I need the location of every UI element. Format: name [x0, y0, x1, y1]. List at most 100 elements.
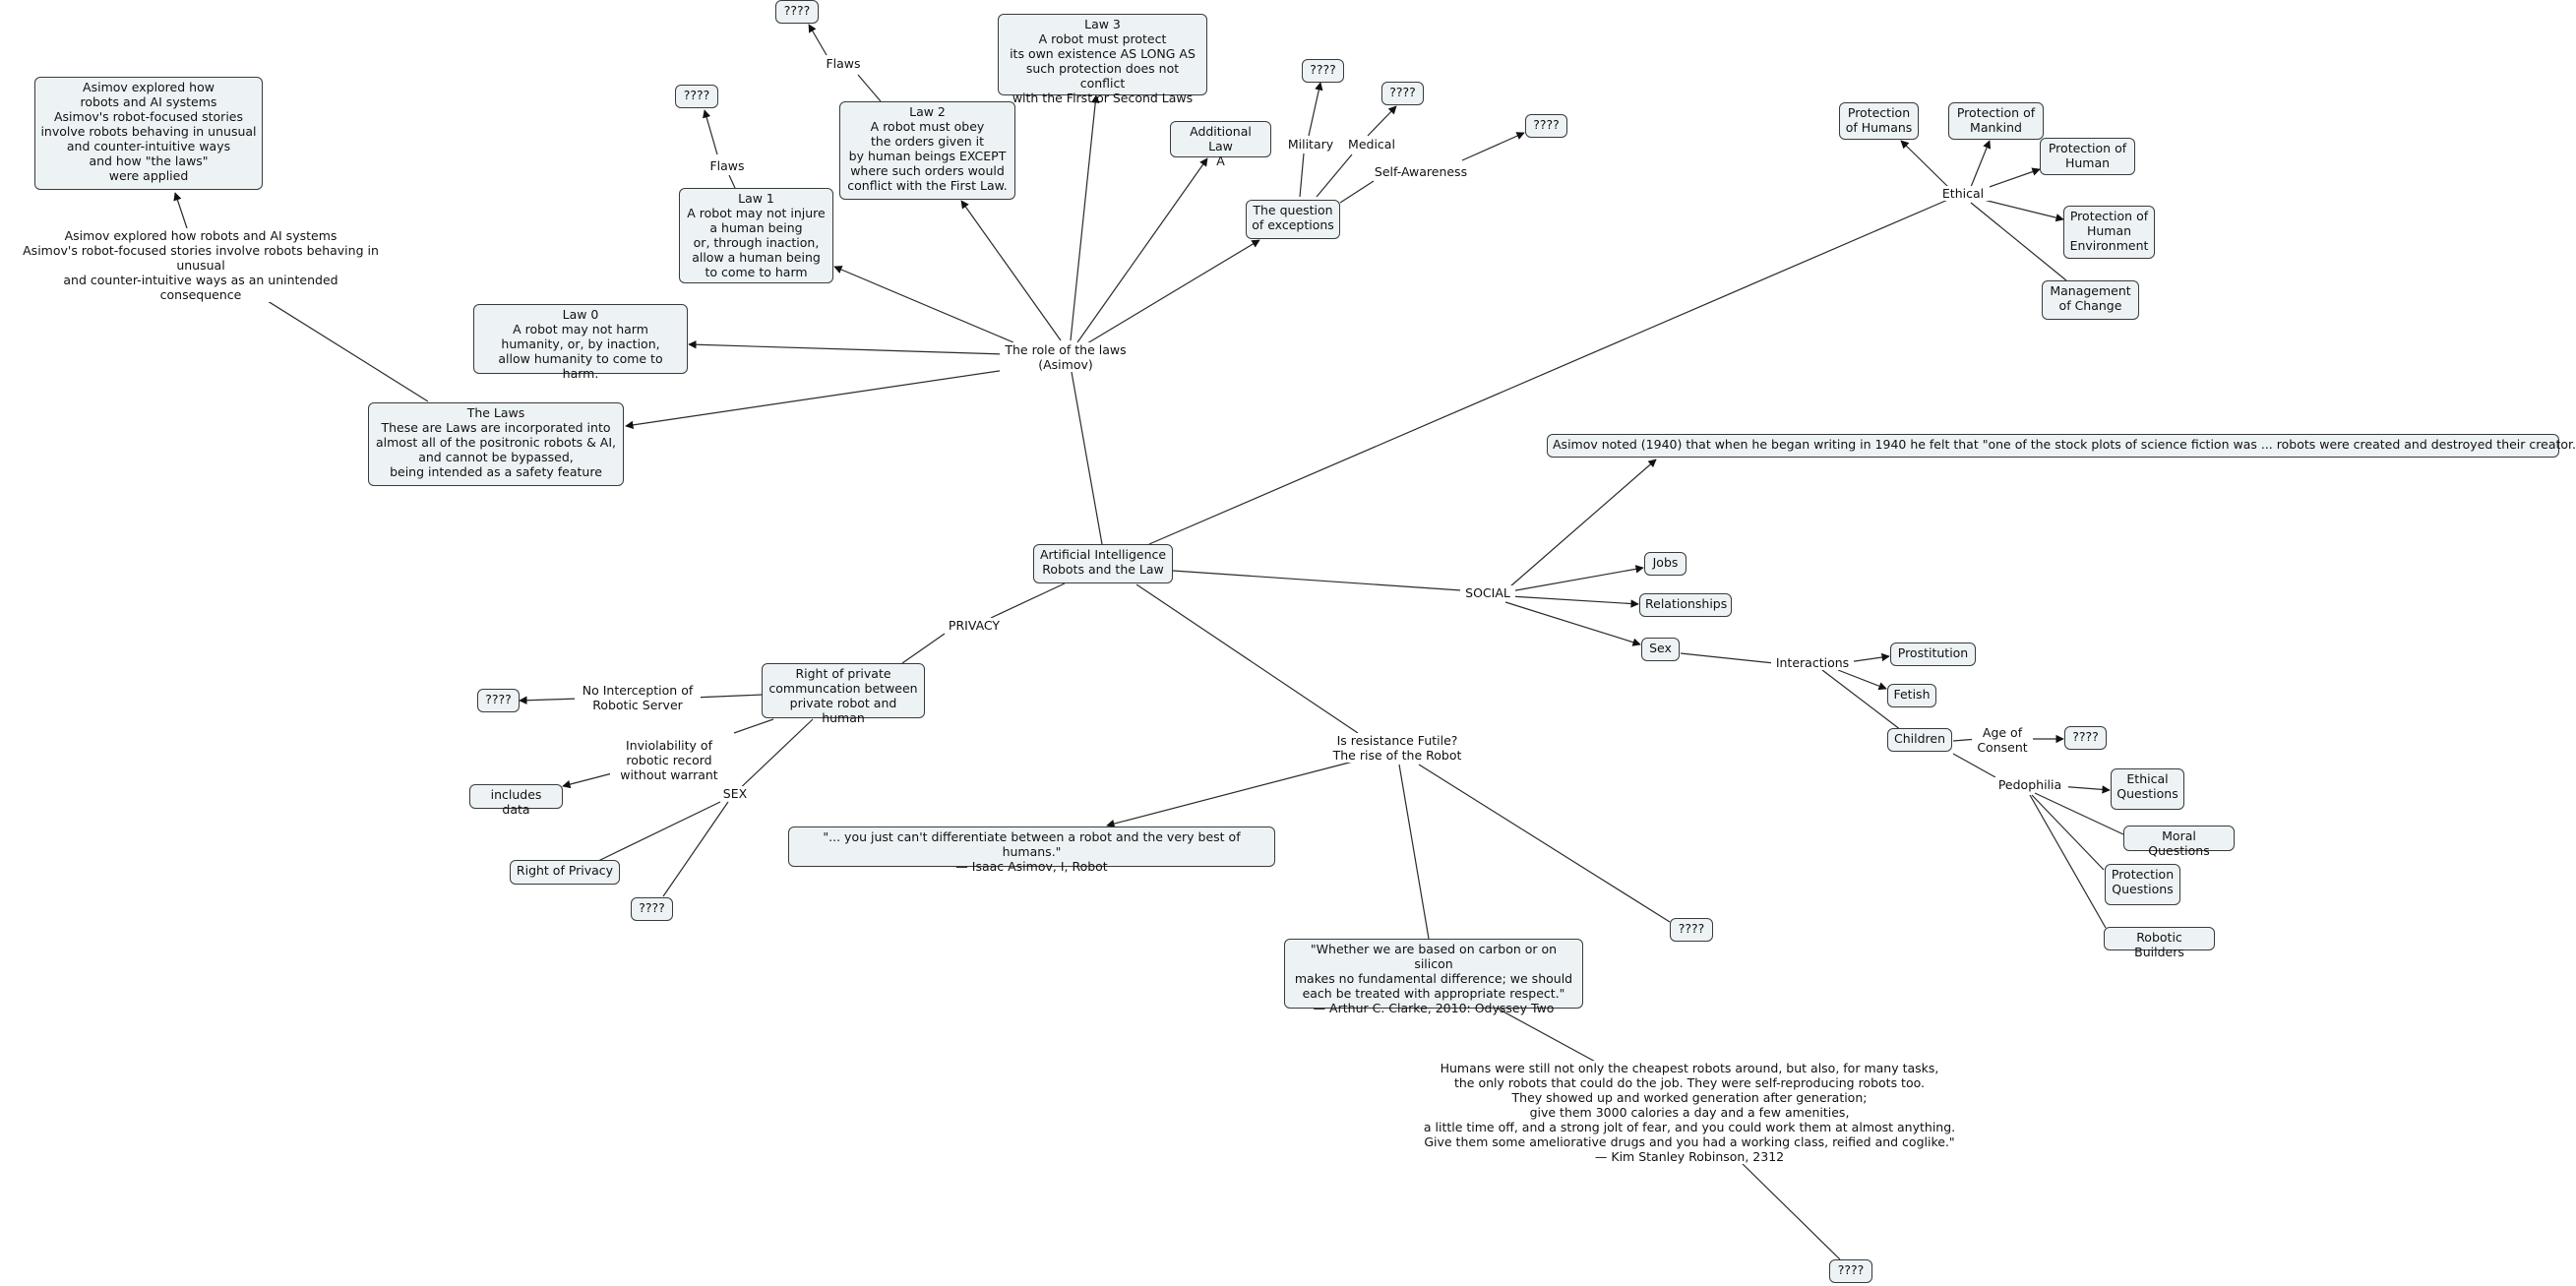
link-main-privacy [990, 582, 1066, 619]
link-pedo-protection [2031, 794, 2105, 871]
label-social: SOCIAL [1460, 585, 1515, 600]
node-the-laws[interactable]: The Laws These are Laws are incorporated… [368, 402, 624, 486]
link-interception-unknown [519, 696, 580, 704]
label-military: Military [1279, 137, 1342, 152]
link-social-sex [1504, 601, 1641, 646]
node-moral-questions[interactable]: Moral Questions [2123, 826, 2235, 858]
node-robinson-unknown[interactable]: ???? [1829, 1259, 1872, 1283]
label-resistance: Is resistance Futile? The rise of the Ro… [1326, 733, 1468, 763]
link-main-social [1172, 570, 1462, 591]
node-right-private-communication[interactable]: Right of private communcation between pr… [762, 663, 925, 725]
label-interactions: Interactions [1771, 655, 1854, 670]
link-main-resistance [1135, 583, 1359, 734]
node-ethical-questions[interactable]: Ethical Questions [2111, 768, 2184, 810]
node-right-of-privacy[interactable]: Right of Privacy [510, 860, 620, 885]
node-law-1[interactable]: Law 1 A robot may not injure a human bei… [679, 188, 833, 283]
link-law1-flaws [728, 174, 736, 189]
node-sex-unknown[interactable]: ???? [631, 897, 673, 921]
node-interception-unknown[interactable]: ???? [477, 689, 520, 712]
node-self-awareness-unknown[interactable]: ???? [1525, 114, 1567, 138]
node-medical-unknown[interactable]: ???? [1381, 82, 1424, 105]
link-interactions-prostitution [1847, 652, 1890, 663]
link-ethical-management [1970, 202, 2067, 281]
link-pedo-moral [2034, 792, 2124, 835]
label-role-of-laws: The role of the laws (Asimov) [1000, 342, 1132, 372]
link-main-ethical [1148, 198, 1951, 545]
label-no-interception: No Interception of Robotic Server [575, 683, 701, 712]
node-protection-humans[interactable]: Protection of Humans [1839, 102, 1919, 140]
link-clarke-robinson [1497, 1008, 1600, 1065]
node-question-exceptions[interactable]: The question of exceptions [1246, 200, 1340, 239]
link-robinson-unknown [1739, 1160, 1841, 1260]
link-role-law1 [833, 266, 1014, 343]
label-inviolability: Inviolability of robotic record without … [610, 738, 728, 782]
link-role-law0 [688, 340, 1007, 355]
link-social-asimovnoted [1509, 459, 1657, 587]
node-asimov-noted[interactable]: Asimov noted (1940) that when he began w… [1547, 434, 2576, 458]
node-management-change[interactable]: Management of Change [2042, 280, 2139, 320]
link-sex-privacy [595, 801, 721, 863]
label-self-awareness: Self-Awareness [1365, 164, 1477, 179]
node-law-0[interactable]: Law 0 A robot may not harm humanity, or,… [473, 304, 688, 381]
link-social-jobs [1509, 565, 1644, 592]
node-law1-unknown[interactable]: ???? [675, 85, 718, 108]
node-additional-law[interactable]: Additional Law A [1170, 121, 1271, 168]
link-role-additional [1076, 157, 1208, 343]
node-clarke-quote[interactable]: "Whether we are based on carbon or on si… [1284, 939, 1583, 1015]
label-age-of-consent: Age of Consent [1972, 725, 2033, 755]
link-exc-selfaware [1339, 180, 1375, 204]
node-ai-robots-law[interactable]: Artificial Intelligence Robots and the L… [1033, 544, 1173, 583]
label-privacy: PRIVACY [941, 618, 1008, 633]
link-resistance-unknown [1418, 764, 1671, 923]
node-robotic-builders[interactable]: Robotic Builders [2104, 927, 2215, 959]
link-role-thelaws [625, 369, 1007, 430]
label-flaws-law2: Flaws [817, 56, 870, 71]
link-interactions-children [1821, 669, 1902, 731]
link-laws-explored [243, 285, 429, 402]
node-age-unknown[interactable]: ???? [2064, 726, 2107, 750]
node-law-2[interactable]: Law 2 A robot must obey the orders given… [839, 101, 1015, 200]
link-sex-unknown [662, 801, 729, 897]
link-pedo-builders [2029, 794, 2107, 929]
link-children-pedophilia [1952, 753, 1996, 778]
node-protection-mankind[interactable]: Protection of Mankind [1948, 102, 2044, 140]
link-ethical-environment [1983, 199, 2064, 222]
link-interactions-fetish [1837, 669, 1887, 691]
link-social-relationships [1509, 595, 1639, 608]
link-ethical-humans [1900, 140, 1949, 188]
node-protection-environment[interactable]: Protection of Human Environment [2063, 206, 2155, 259]
node-law2-unknown[interactable]: ???? [775, 0, 819, 24]
node-includes-data[interactable]: includes data [469, 784, 563, 817]
node-law-3[interactable]: Law 3 A robot must protect its own exist… [998, 14, 1207, 105]
node-sex[interactable]: Sex [1641, 638, 1680, 661]
node-children[interactable]: Children [1887, 728, 1952, 752]
node-protection-human[interactable]: Protection of Human [2040, 138, 2135, 175]
node-prostitution[interactable]: Prostitution [1890, 643, 1976, 666]
node-jobs[interactable]: Jobs [1644, 552, 1687, 576]
label-asimov-explored: Asimov explored how robots and AI system… [2, 228, 399, 302]
link-exc-military [1299, 153, 1305, 198]
link-flaws-unknown2 [808, 24, 828, 56]
link-law2-flaws [857, 74, 882, 102]
link-resistance-clarke [1398, 764, 1430, 940]
node-asimov-explored[interactable]: Asimov explored how robots and AI system… [34, 77, 263, 190]
link-ethical-human [1983, 167, 2041, 190]
link-role-law3 [1070, 94, 1100, 341]
label-sex-privacy: SEX [716, 786, 754, 801]
label-robinson-quote: Humans were still not only the cheapest … [1417, 1061, 1962, 1164]
link-right-interception [692, 694, 764, 699]
link-privacy-right [901, 633, 946, 664]
link-role-law2 [960, 200, 1062, 341]
link-flaws-unknown1 [703, 109, 718, 155]
label-flaws-law1: Flaws [701, 158, 754, 173]
node-resistance-unknown[interactable]: ???? [1670, 918, 1713, 942]
link-inviolability-data [562, 771, 617, 789]
node-military-unknown[interactable]: ???? [1302, 59, 1344, 83]
node-protection-questions[interactable]: Protection Questions [2105, 864, 2180, 905]
node-fetish[interactable]: Fetish [1887, 684, 1936, 707]
node-relationships[interactable]: Relationships [1639, 593, 1732, 617]
link-main-role [1071, 371, 1103, 545]
node-asimov-quote[interactable]: "... you just can't differentiate betwee… [788, 827, 1275, 874]
link-right-sex [733, 718, 814, 795]
